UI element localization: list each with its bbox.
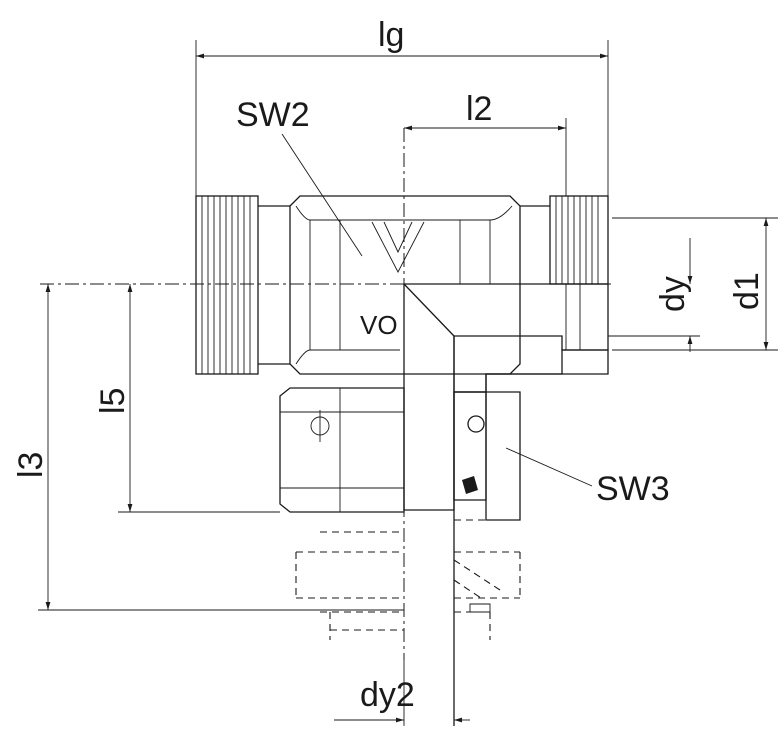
dimension-lg <box>195 40 609 196</box>
label-sw3: SW3 <box>596 470 670 508</box>
label-l2: l2 <box>466 90 492 128</box>
sw2-leader <box>281 133 363 257</box>
label-lg: lg <box>378 16 404 54</box>
dimension-d1 <box>612 217 778 351</box>
sw3-leader <box>505 447 593 487</box>
label-d1: d1 <box>728 272 766 310</box>
swivel-nut <box>279 387 521 521</box>
label-l3: l3 <box>12 452 50 478</box>
label-dy: dy <box>654 276 692 312</box>
label-sw2: SW2 <box>236 96 310 134</box>
label-l5: l5 <box>94 388 132 414</box>
dimension-l3 <box>38 284 404 611</box>
dimension-dy2 <box>334 660 470 726</box>
dimension-dy <box>608 238 700 352</box>
right-thread-lines <box>555 196 599 284</box>
label-marking: VO <box>360 310 398 340</box>
stud-end-hidden <box>295 519 521 640</box>
run-body <box>195 195 609 375</box>
section-view <box>403 283 609 511</box>
centre-lines <box>40 128 612 726</box>
dimension-l2 <box>404 118 567 196</box>
left-thread-lines <box>201 196 251 374</box>
dimension-l5 <box>118 284 280 513</box>
label-dy2: dy2 <box>360 676 415 714</box>
